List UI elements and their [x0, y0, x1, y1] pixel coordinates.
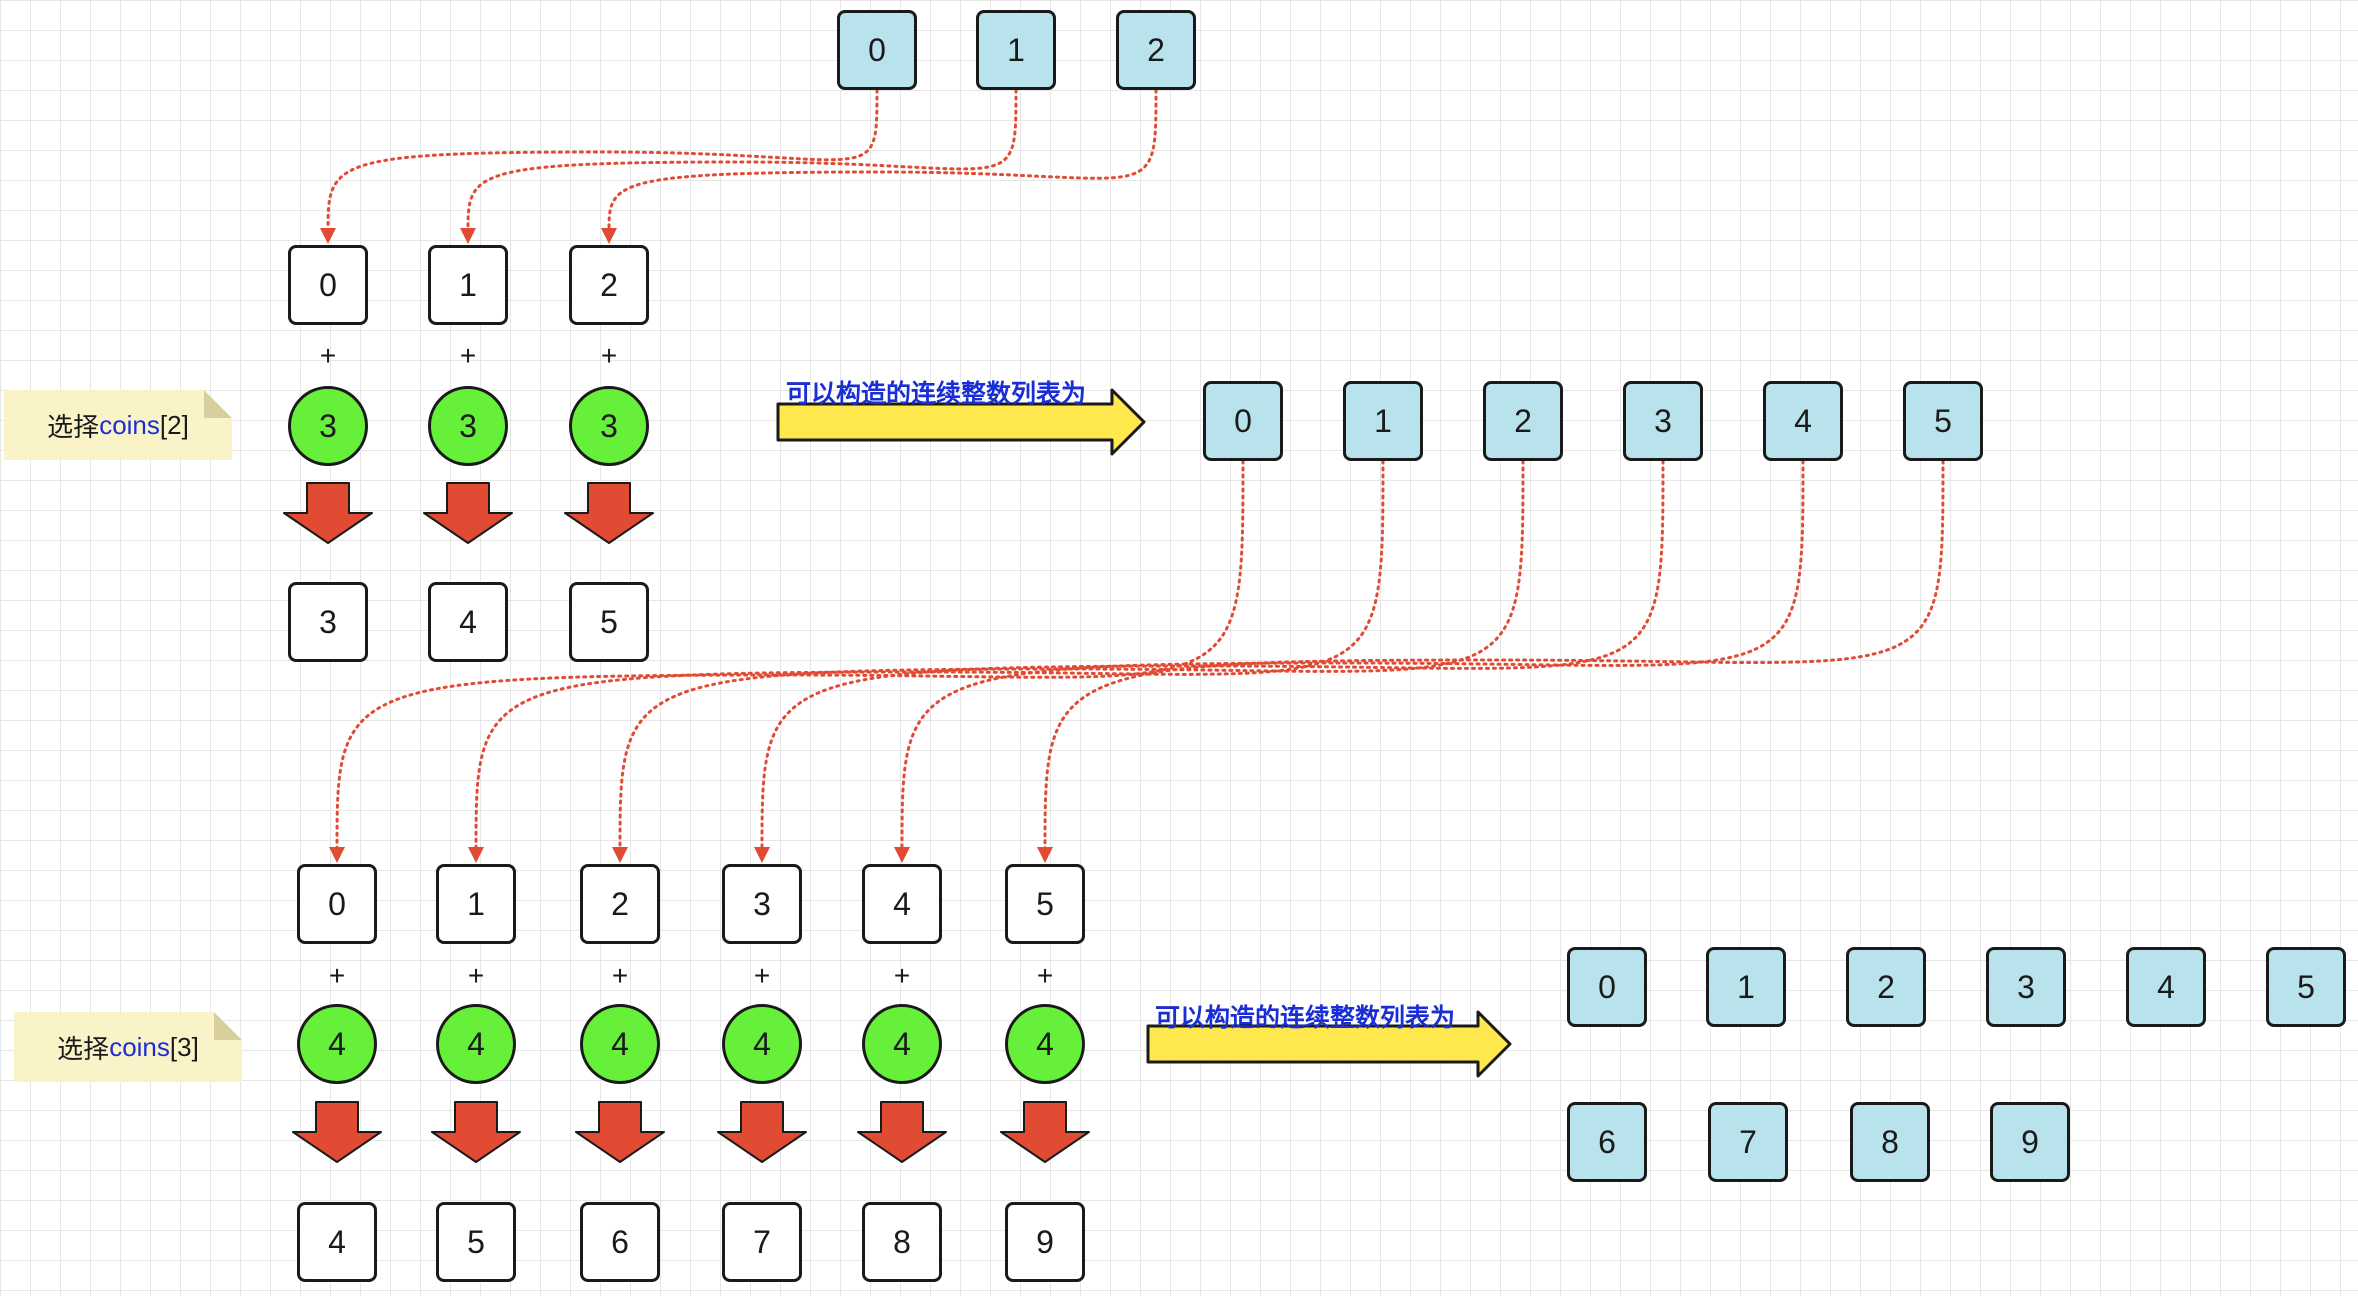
step2-result-box: 4 [2126, 947, 2206, 1027]
step2-output-box: 9 [1005, 1202, 1085, 1282]
link-top-to-step1-head [601, 228, 617, 244]
step2-input-box: 3 [722, 864, 802, 944]
note-step1-highlight: coins [99, 409, 160, 440]
coin-3: 3 [288, 386, 368, 466]
plus-sign: + [753, 960, 771, 991]
top-list-box: 0 [837, 10, 917, 90]
step1-result-box: 2 [1483, 381, 1563, 461]
step1-result-box: 1 [1343, 381, 1423, 461]
step1-input-box: 2 [569, 245, 649, 325]
coin-4: 4 [722, 1004, 802, 1084]
step2-output-box: 7 [722, 1202, 802, 1282]
link-result-to-step2-head [612, 847, 628, 863]
plus-sign: + [893, 960, 911, 991]
link-top-to-step1 [607, 88, 1158, 234]
step2-result-box: 6 [1567, 1102, 1647, 1182]
step2-input-box: 0 [297, 864, 377, 944]
link-top-to-step1-head [320, 228, 336, 244]
top-list-box: 2 [1116, 10, 1196, 90]
step2-result-box: 2 [1846, 947, 1926, 1027]
plus-sign: + [611, 960, 629, 991]
step1-input-box: 0 [288, 245, 368, 325]
link-result-to-step2-head [1037, 847, 1053, 863]
down-arrow [423, 482, 513, 544]
note-step2-prefix: 选择 [57, 1033, 110, 1064]
step2-output-box: 8 [862, 1202, 942, 1282]
down-arrow [431, 1101, 521, 1163]
note-step1-prefix: 选择 [47, 411, 100, 442]
link-result-to-step2-head [894, 847, 910, 863]
yellow-arrow-step1 [776, 388, 1146, 456]
down-arrow [564, 482, 654, 544]
top-list-box: 1 [976, 10, 1056, 90]
step2-result-box: 1 [1706, 947, 1786, 1027]
note-step1-suffix: [2] [159, 409, 189, 440]
note-step2-suffix: [3] [169, 1031, 199, 1062]
plus-sign: + [328, 960, 346, 991]
step1-output-box: 4 [428, 582, 508, 662]
link-result-to-step2 [1043, 459, 1945, 853]
plus-sign: + [600, 340, 618, 371]
step2-input-box: 4 [862, 864, 942, 944]
step2-input-box: 1 [436, 864, 516, 944]
link-result-to-step2-head [468, 847, 484, 863]
plus-sign: + [459, 340, 477, 371]
caption-step2: 可以构造的连续整数列表为 [1155, 1004, 1456, 1032]
step2-output-box: 5 [436, 1202, 516, 1282]
link-result-to-step2 [760, 459, 1665, 853]
coin-4: 4 [862, 1004, 942, 1084]
step2-output-box: 4 [297, 1202, 377, 1282]
link-result-to-step2 [474, 459, 1385, 853]
step1-result-box: 4 [1763, 381, 1843, 461]
down-arrow [575, 1101, 665, 1163]
link-top-to-step1 [466, 88, 1018, 234]
link-top-to-step1 [326, 88, 879, 234]
coin-4: 4 [1005, 1004, 1085, 1084]
coin-3: 3 [569, 386, 649, 466]
step2-input-box: 2 [580, 864, 660, 944]
step2-output-box: 6 [580, 1202, 660, 1282]
plus-sign: + [1036, 960, 1054, 991]
coin-4: 4 [297, 1004, 377, 1084]
step1-result-box: 5 [1903, 381, 1983, 461]
link-result-to-step2-head [329, 847, 345, 863]
link-result-to-step2 [335, 459, 1245, 853]
coin-3: 3 [428, 386, 508, 466]
down-arrow [1000, 1101, 1090, 1163]
step2-result-box: 3 [1986, 947, 2066, 1027]
step1-result-box: 3 [1623, 381, 1703, 461]
step2-input-box: 5 [1005, 864, 1085, 944]
step2-result-box: 5 [2266, 947, 2346, 1027]
down-arrow [717, 1101, 807, 1163]
link-result-to-step2 [618, 459, 1525, 853]
step2-result-box: 0 [1567, 947, 1647, 1027]
link-result-to-step2-head [754, 847, 770, 863]
coin-4: 4 [580, 1004, 660, 1084]
coin-4: 4 [436, 1004, 516, 1084]
yellow-arrow-step2 [1146, 1010, 1512, 1078]
plus-sign: + [467, 960, 485, 991]
step1-output-box: 5 [569, 582, 649, 662]
note-step2-highlight: coins [109, 1031, 170, 1062]
step2-result-box: 9 [1990, 1102, 2070, 1182]
down-arrow [292, 1101, 382, 1163]
step1-input-box: 1 [428, 245, 508, 325]
step1-result-box: 0 [1203, 381, 1283, 461]
link-result-to-step2 [900, 459, 1805, 853]
link-top-to-step1-head [460, 228, 476, 244]
plus-sign: + [319, 340, 337, 371]
step2-result-box: 7 [1708, 1102, 1788, 1182]
step1-output-box: 3 [288, 582, 368, 662]
caption-step1: 可以构造的连续整数列表为 [786, 380, 1087, 408]
down-arrow [283, 482, 373, 544]
down-arrow [857, 1101, 947, 1163]
step2-result-box: 8 [1850, 1102, 1930, 1182]
